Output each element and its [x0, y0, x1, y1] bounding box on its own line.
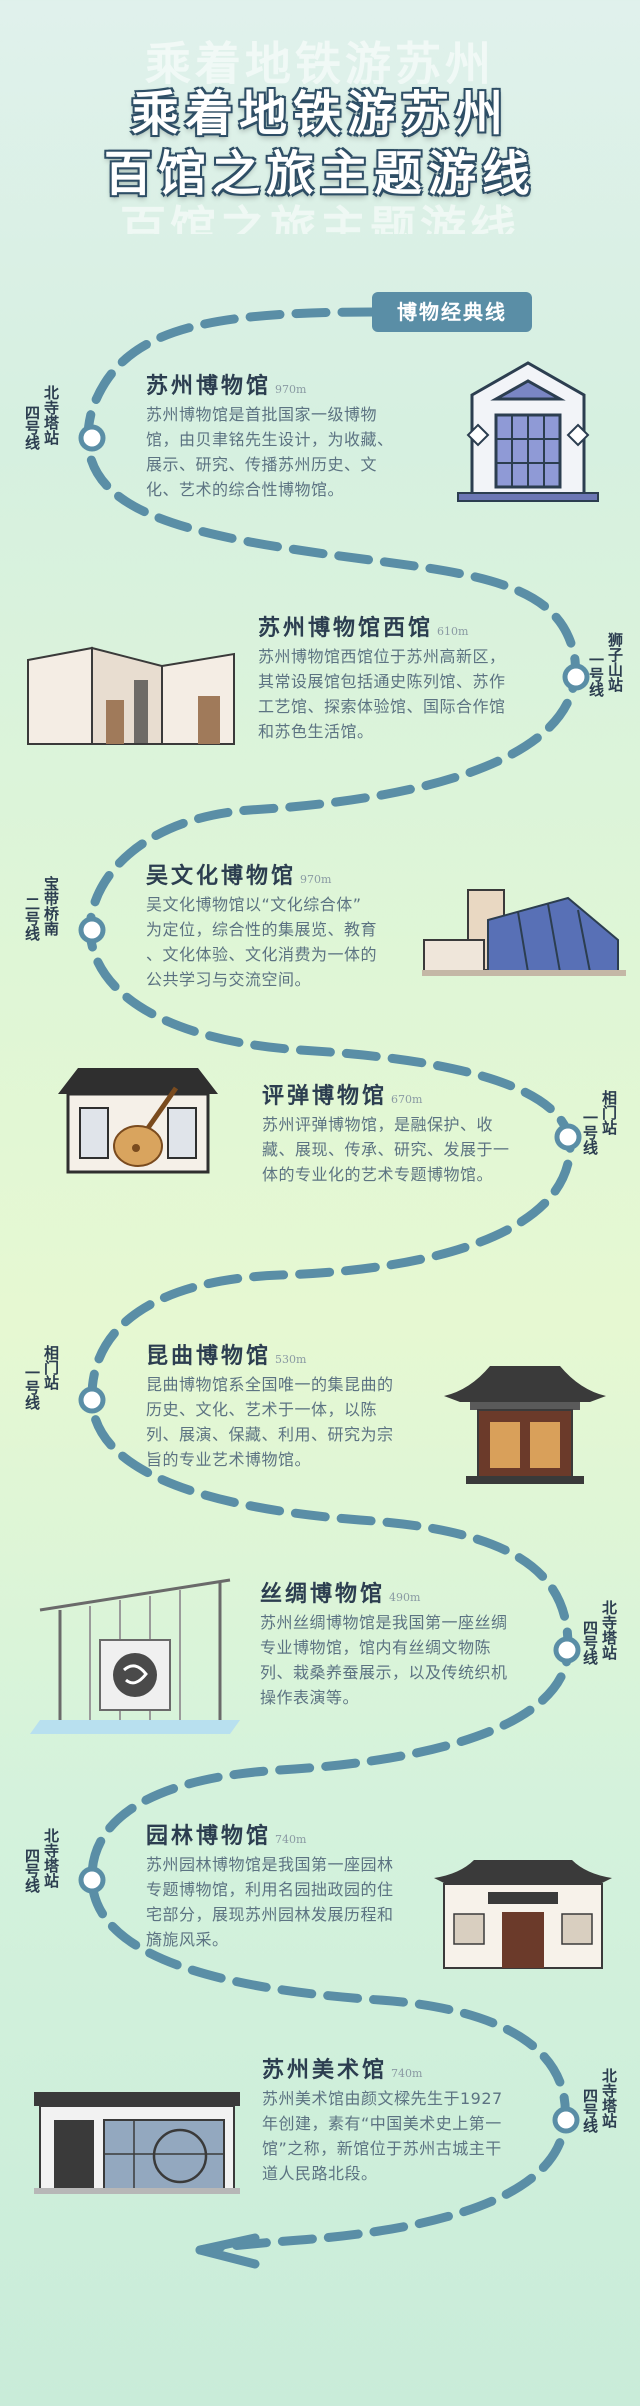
title-line-1: 乘着地铁游苏州 — [130, 86, 509, 142]
museum-distance: 970m — [275, 383, 307, 396]
route-arrow-head — [195, 2233, 260, 2269]
station-marker — [562, 663, 590, 691]
museum-description: 昆曲博物馆系全国唯一的集昆曲的 历史、文化、艺术于一体，以陈 列、展演、保藏、利… — [146, 1375, 394, 1469]
title-ghost-top: 乘着地铁游苏州 — [145, 40, 495, 84]
station-label: 四号线 北寺塔站 — [18, 1828, 78, 1938]
museum-description: 苏州丝绸博物馆是我国第一座丝绸 专业博物馆，馆内有丝绸文物陈 列、栽桑养蚕展示，… — [260, 1613, 508, 1707]
station-name: 相门站 — [600, 1090, 618, 1135]
station-name: 北寺塔站 — [600, 1600, 618, 1660]
title-line-2: 百馆之旅主题游线 — [103, 146, 536, 202]
museum-description: 苏州博物馆是首批国家一级博物 馆，由贝聿铭先生设计，为收藏、 展示、研究、传播苏… — [146, 405, 394, 499]
museum-description: 苏州美术馆由颜文樑先生于1927 年创建，素有“中国美术史上第一 馆”之称，新馆… — [262, 2089, 503, 2183]
pingtan-museum-illustration — [58, 1068, 218, 1174]
museum-distance: 740m — [391, 2067, 423, 2080]
station-marker — [78, 424, 106, 452]
museum-description: 苏州博物馆西馆位于苏州高新区， 其常设展馆包括通史陈列馆、苏作 工艺馆、探索体验… — [258, 647, 506, 741]
station-marker — [553, 1636, 581, 1664]
station-name: 狮子山站 — [606, 632, 624, 692]
station-name: 北寺塔站 — [42, 385, 60, 445]
station-markers — [78, 424, 590, 2134]
suzhou-art-museum-illustration — [34, 2092, 240, 2194]
station-line: 一号线 — [581, 1110, 599, 1155]
museum-distance: 740m — [275, 1833, 307, 1846]
station-marker — [554, 1123, 582, 1151]
suzhou-museum-illustration — [457, 361, 599, 502]
museum-distance: 970m — [300, 873, 332, 886]
station-label: 一号线 相门站 — [576, 1090, 636, 1200]
museum-distance: 670m — [391, 1093, 423, 1106]
station-label: 一号线 相门站 — [18, 1345, 78, 1455]
museum-description: 苏州园林博物馆是我国第一座园林 专题博物馆，利用名园拙政园的住 宅部分，展现苏州… — [146, 1855, 394, 1949]
station-line: 四号线 — [581, 1620, 599, 1665]
station-line: 一号线 — [23, 1365, 41, 1410]
title-block: 乘着地铁游苏州 乘着地铁游苏州 百馆之旅主题游线 百馆之旅主题游线 — [0, 40, 640, 234]
museum-description: 吴文化博物馆以“文化综合体” 为定位，综合性的集展览、教育 、文化体验、文化消费… — [146, 895, 378, 989]
wu-culture-museum-illustration — [422, 889, 626, 976]
station-label: 一号线 狮子山站 — [582, 632, 640, 742]
station-line: 二号线 — [23, 896, 41, 941]
station-label: 四号线 北寺塔站 — [576, 2068, 636, 2178]
station-name: 宝带桥南 — [42, 876, 60, 936]
station-label: 二号线 宝带桥南 — [18, 876, 78, 986]
station-marker — [78, 916, 106, 944]
station-line: 四号线 — [581, 2088, 599, 2133]
station-name: 相门站 — [42, 1345, 60, 1390]
station-marker — [78, 1386, 106, 1414]
museum-distance: 610m — [437, 625, 469, 638]
station-line: 四号线 — [23, 405, 41, 450]
station-marker — [78, 1866, 106, 1894]
title-ghost-bottom: 百馆之旅主题游线 — [120, 204, 520, 234]
silk-museum-illustration — [30, 1578, 240, 1734]
station-marker — [552, 2106, 580, 2134]
route-dashed-line — [83, 307, 580, 2255]
museum-distance: 530m — [275, 1353, 307, 1366]
museum-distance: 490m — [389, 1591, 421, 1604]
route-name-badge: 博物经典线 — [372, 292, 532, 332]
station-label: 四号线 北寺塔站 — [576, 1600, 636, 1710]
garden-museum-illustration — [434, 1860, 612, 1969]
station-name: 北寺塔站 — [600, 2068, 618, 2128]
station-line: 一号线 — [587, 652, 605, 697]
station-name: 北寺塔站 — [42, 1828, 60, 1888]
museum-description: 苏州评弹博物馆，是融保护、收 藏、展现、传承、研究、发展于一 体的专业化的艺术专… — [262, 1115, 510, 1184]
station-label: 四号线 北寺塔站 — [18, 385, 78, 495]
kunqu-museum-illustration — [444, 1366, 606, 1484]
station-line: 四号线 — [23, 1848, 41, 1893]
suzhou-museum-west-illustration — [27, 646, 235, 745]
